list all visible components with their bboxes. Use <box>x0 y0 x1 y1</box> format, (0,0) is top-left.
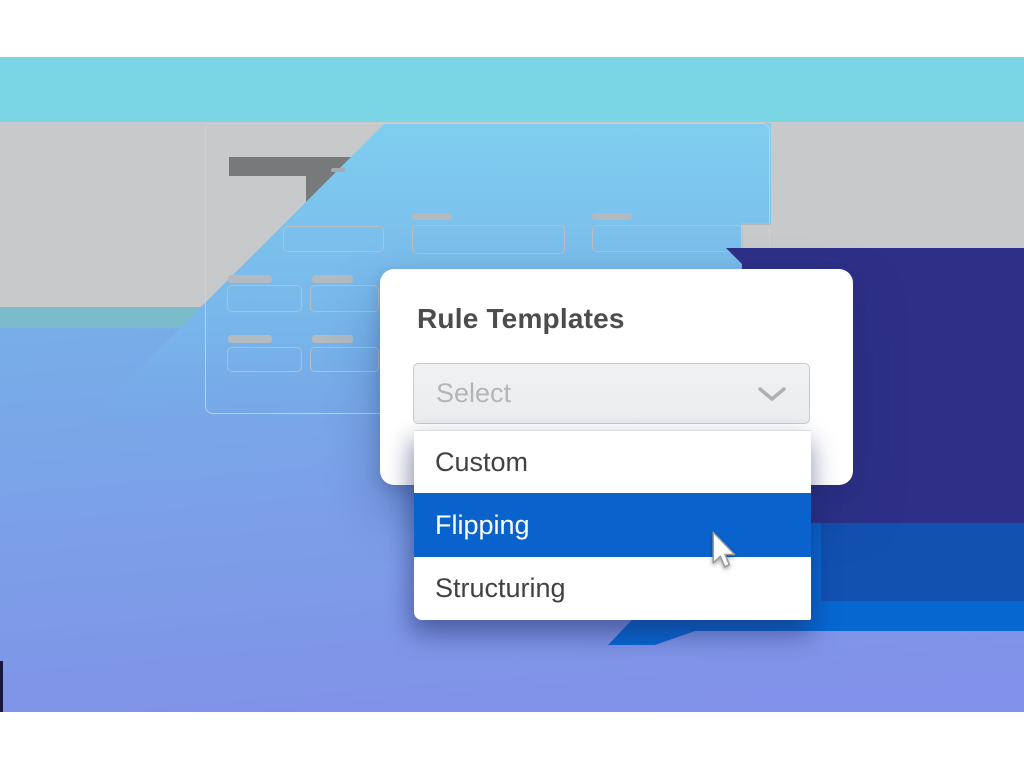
blue-accent-shape <box>821 523 1024 601</box>
form-label-placeholder <box>592 213 632 220</box>
form-field-placeholder <box>310 347 379 372</box>
form-field-placeholder <box>227 285 302 312</box>
mouse-cursor-icon <box>711 531 738 577</box>
panel-edge-line <box>741 223 771 225</box>
rule-template-select[interactable]: Select <box>413 363 810 424</box>
edge-artifact <box>0 661 3 712</box>
cyan-top-band <box>0 57 1024 122</box>
teal-strip <box>0 307 201 328</box>
chevron-down-icon <box>757 386 787 402</box>
heading-snippet-bar <box>331 168 345 172</box>
form-field-placeholder <box>227 347 302 372</box>
form-field-placeholder <box>310 285 379 312</box>
bright-blue-strip <box>810 523 821 601</box>
form-label-placeholder <box>228 275 272 283</box>
card-title: Rule Templates <box>417 303 625 334</box>
form-label-placeholder <box>312 275 353 283</box>
form-label-placeholder <box>228 335 272 343</box>
form-field-placeholder <box>592 225 743 252</box>
menu-option-custom[interactable]: Custom <box>435 446 529 477</box>
form-label-placeholder <box>412 213 452 220</box>
form-field-placeholder <box>283 226 384 252</box>
rule-template-menu: Custom Flipping Structuring <box>414 430 811 620</box>
select-placeholder: Select <box>436 378 512 408</box>
form-field-placeholder <box>412 225 565 254</box>
form-label-placeholder <box>312 335 353 343</box>
menu-option-structuring[interactable]: Structuring <box>435 573 566 603</box>
menu-option-flipping[interactable]: Flipping <box>414 493 811 557</box>
